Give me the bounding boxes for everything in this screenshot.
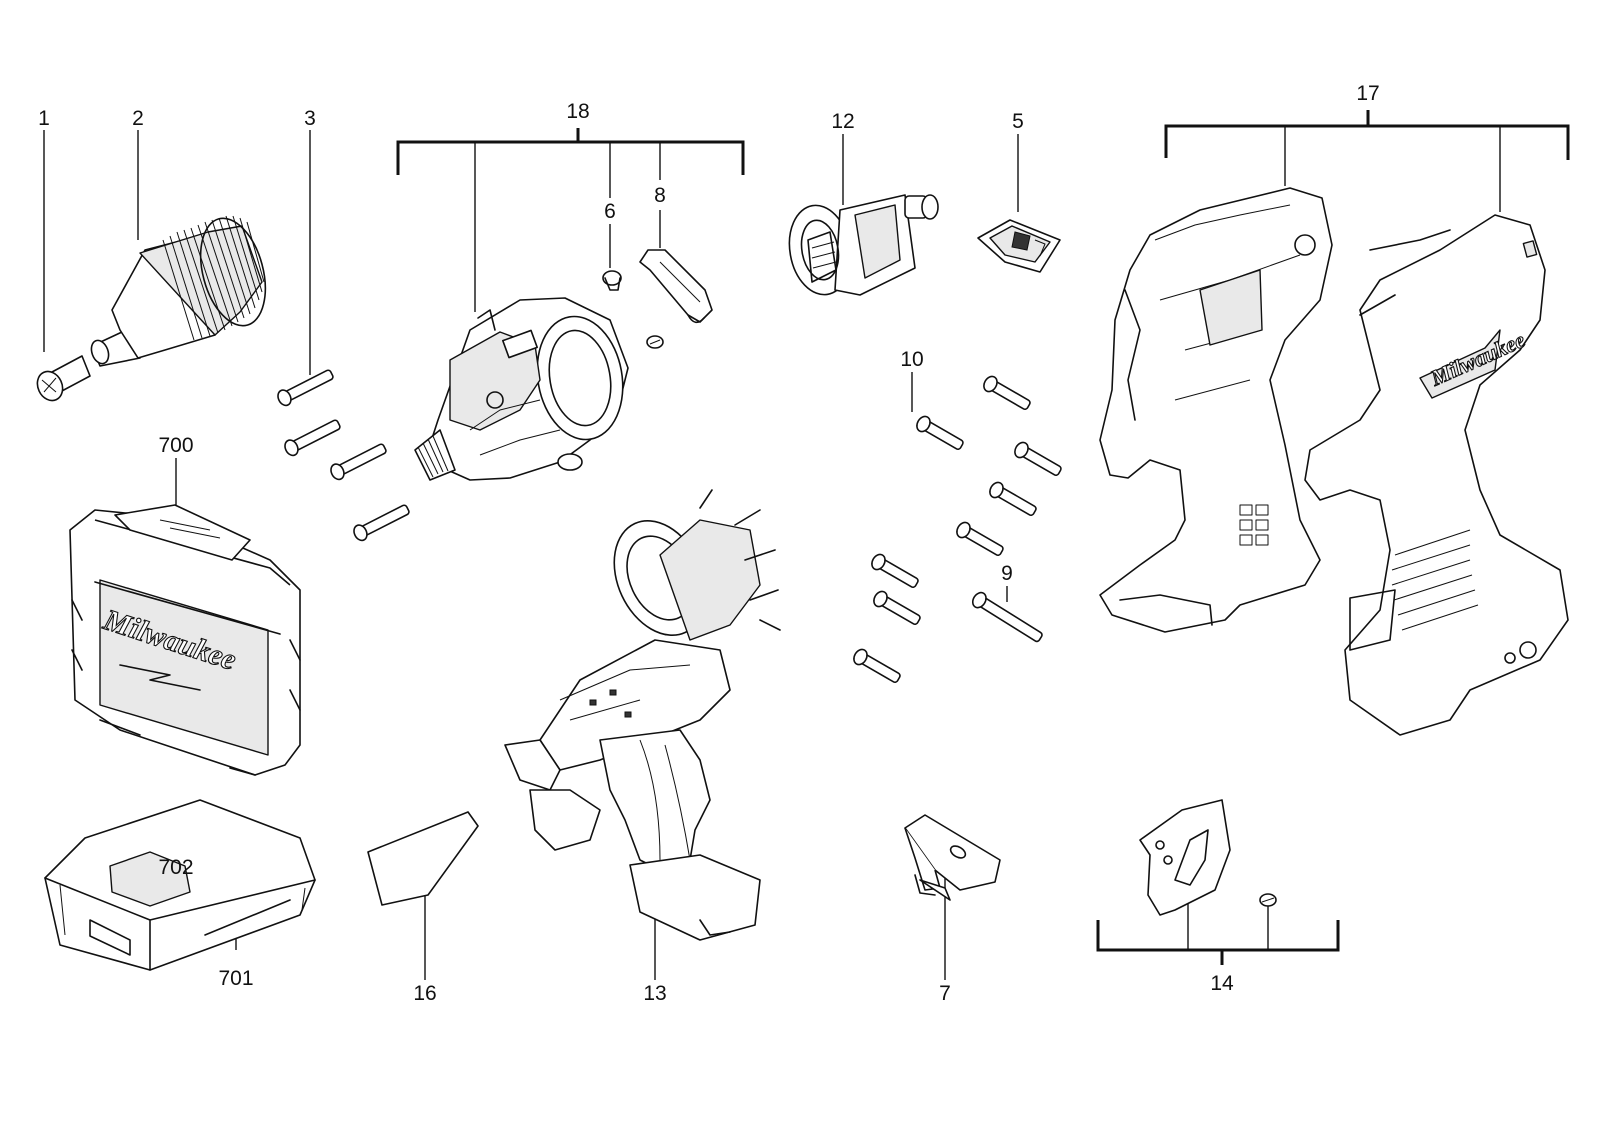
motor-rotor-part — [788, 194, 939, 296]
belt-clip-part — [1139, 799, 1277, 916]
part-label-3: 3 — [304, 107, 316, 130]
part-label-2: 2 — [132, 107, 144, 130]
part-label-13: 13 — [643, 982, 666, 1005]
part-label-14: 14 — [1210, 972, 1234, 995]
housing-right-half-part: Milwaukee — [1304, 214, 1569, 736]
keyless-chuck-part — [90, 215, 267, 367]
part-label-10: 10 — [900, 348, 923, 371]
gearbox-assembly-part — [414, 297, 629, 481]
part-label-12: 12 — [831, 110, 854, 133]
bracket-14 — [1096, 880, 1340, 965]
motor-electronics-assembly-part — [504, 489, 781, 941]
part-label-9: 9 — [1001, 562, 1013, 585]
clip-holder-part — [904, 814, 1001, 901]
small-nut-part — [602, 270, 622, 291]
part-label-702: 702 — [158, 856, 193, 879]
part-label-6: 6 — [604, 200, 616, 223]
part-label-16: 16 — [413, 982, 436, 1005]
part-label-5: 5 — [1012, 110, 1024, 133]
part-label-8: 8 — [654, 184, 666, 207]
housing-screws-part — [853, 375, 1062, 684]
housing-left-half-part — [1099, 187, 1333, 633]
part-label-700: 700 — [158, 434, 193, 457]
spring-clip-part — [639, 249, 713, 349]
gearbox-screws-part — [277, 369, 410, 542]
case-insert-part — [44, 799, 316, 971]
direction-switch-part — [977, 219, 1061, 273]
bracket-17 — [1164, 110, 1570, 212]
part-number-labels: 1 2 3 18 6 8 12 5 17 10 9 700 702 701 16… — [38, 82, 1380, 1005]
chuck-screw-part — [36, 355, 91, 402]
part-label-701: 701 — [218, 967, 253, 990]
carry-case-part: Milwaukee — [69, 504, 301, 776]
part-label-18: 18 — [566, 100, 589, 123]
part-label-1: 1 — [38, 107, 50, 130]
label-sticker-part — [367, 811, 479, 906]
part-label-7: 7 — [939, 982, 951, 1005]
part-label-17: 17 — [1356, 82, 1379, 105]
bracket-18 — [396, 128, 745, 312]
